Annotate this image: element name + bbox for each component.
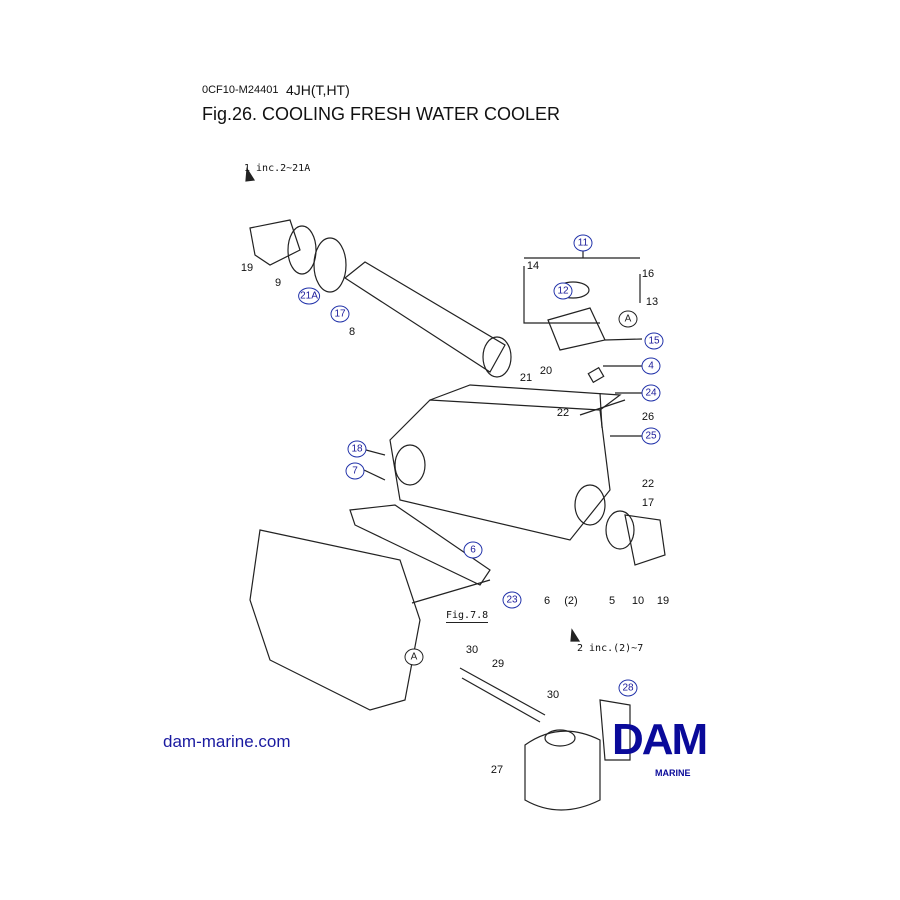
callout-21a: 21A	[298, 287, 320, 305]
callout-4: 4	[641, 357, 661, 375]
callout-15: 15	[644, 332, 664, 350]
callout-23: 23	[502, 591, 522, 609]
part-label: 14	[526, 260, 540, 272]
figure-title: Fig.26. COOLING FRESH WATER COOLER	[202, 104, 561, 124]
part-label: 10	[631, 595, 645, 607]
figure-reference: Fig.7.8	[446, 610, 489, 623]
callout-25: 25	[641, 427, 661, 445]
callout-17: 17	[330, 305, 350, 323]
part-label: 30	[546, 689, 560, 701]
part-label: 22	[556, 407, 570, 419]
callout-18: 18	[347, 440, 367, 458]
callout-11: 11	[573, 234, 593, 252]
part-label: 30	[465, 644, 479, 656]
callout-24: 24	[641, 384, 661, 402]
watermark-url: dam-marine.com	[163, 732, 291, 751]
dam-logo-subtitle: MARINE	[655, 768, 691, 778]
part-label: 21	[519, 372, 533, 384]
callout-7: 7	[345, 462, 365, 480]
part-label: 19	[240, 262, 254, 274]
callout-28: 28	[618, 679, 638, 697]
part-label: 26	[641, 411, 655, 423]
dam-logo: DAM	[612, 715, 708, 764]
assembly-note-1: 1 inc.2~21A	[244, 163, 311, 174]
part-label: 29	[491, 658, 505, 670]
part-label: 19	[656, 595, 670, 607]
part-label: 6	[543, 595, 551, 607]
part-label: 9	[274, 277, 282, 289]
part-label: 27	[490, 764, 504, 776]
engine-model: 4JH(T,HT)	[286, 82, 350, 98]
part-label: 13	[645, 296, 659, 308]
part-label: 5	[608, 595, 616, 607]
reference-a-marker: A	[618, 310, 638, 328]
part-label: 20	[539, 365, 553, 377]
callout-6: 6	[463, 541, 483, 559]
part-label: (2)	[564, 595, 578, 607]
part-label: 22	[641, 478, 655, 490]
part-label: 17	[641, 497, 655, 509]
reference-a-marker: A	[404, 648, 424, 666]
document-code: 0CF10-M24401	[202, 84, 279, 96]
part-label: 8	[348, 326, 356, 338]
assembly-note-2: 2 inc.(2)~7	[577, 643, 644, 654]
part-label: 16	[641, 268, 655, 280]
callout-12: 12	[553, 282, 573, 300]
